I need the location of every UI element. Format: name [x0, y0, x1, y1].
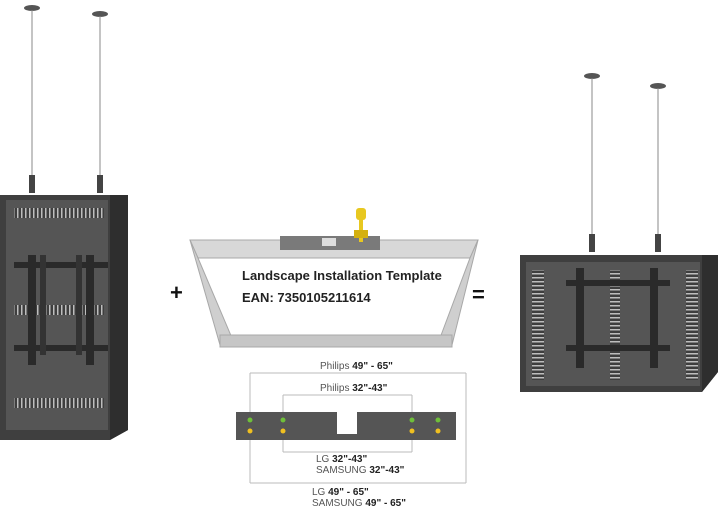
mount-hole-yellow	[409, 428, 415, 434]
portrait-cabinet	[0, 5, 128, 440]
mount-hole-yellow	[280, 428, 286, 434]
equals-sign: =	[472, 282, 485, 307]
dim-philips-large: Philips 49" - 65"	[320, 361, 393, 372]
spirit-level-tool-icon	[354, 208, 368, 242]
mount-hole-green	[280, 417, 286, 423]
mount-hole-green	[435, 417, 441, 423]
dim-lg-large: LG 49" - 65"	[312, 487, 369, 498]
dim-lg-small: LG 32"-43"	[316, 454, 368, 465]
mount-hole-green	[409, 417, 415, 423]
dim-philips-small: Philips 32"-43"	[320, 383, 388, 394]
plus-sign: +	[170, 280, 183, 305]
dim-samsung-large: SAMSUNG 49" - 65"	[312, 498, 406, 509]
template-title: Landscape Installation Template	[242, 268, 442, 283]
mount-hole-yellow	[435, 428, 441, 434]
template-ean: EAN: 7350105211614	[242, 290, 371, 305]
dim-samsung-small: SAMSUNG 32"-43"	[316, 465, 405, 476]
mount-hole-green	[247, 417, 253, 423]
mount-hole-yellow	[247, 428, 253, 434]
mounting-hole-diagram	[236, 372, 467, 484]
installation-template-frame	[189, 208, 479, 348]
landscape-cabinet	[520, 73, 718, 392]
